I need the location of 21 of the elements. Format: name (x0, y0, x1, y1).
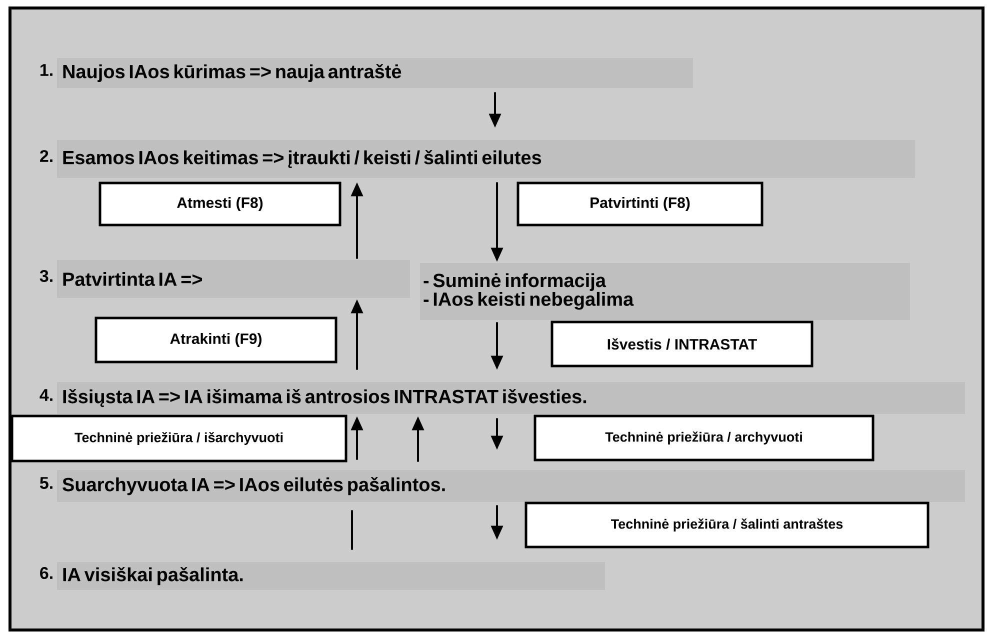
status-band: - Suminė informacija - IAos keisti nebegalima (420, 263, 910, 320)
action-button: Techninė priežiūra / šalinti antraštes (524, 502, 930, 548)
action-button: Atmesti (F8) (98, 182, 342, 226)
action-button: Atrakinti (F9) (94, 316, 338, 364)
status-band: Esamos IAos keitimas => įtraukti / keisti / šalinti eilutes (57, 140, 916, 178)
action-button: Patvirtinti (F8) (516, 182, 764, 226)
step-number: 3. (40, 270, 52, 282)
step-number: 2. (40, 150, 52, 162)
step-number: 4. (40, 389, 52, 401)
status-band: Išsiųsta IA => IA išimama iš antrosios INTRASTAT išvesties. (57, 382, 966, 414)
step-number: 6. (40, 566, 52, 580)
status-band: IA visiškai pašalinta. (57, 562, 605, 590)
step-number: 5. (40, 477, 52, 489)
step-number: 1. (40, 64, 52, 76)
action-button: Techninė priežiūra / išarchyvuoti (10, 414, 348, 462)
status-band: Suarchyvuota IA => IAos eilutės pašalintos. (57, 470, 966, 502)
connector-line (351, 510, 353, 550)
action-button: Techninė priežiūra / archyvuoti (534, 414, 874, 462)
status-band: Naujos IAos kūrimas => nauja antraštė (57, 58, 693, 88)
action-button: Išvestis / INTRASTAT (550, 320, 814, 368)
status-band: Patvirtinta IA => (57, 260, 410, 298)
